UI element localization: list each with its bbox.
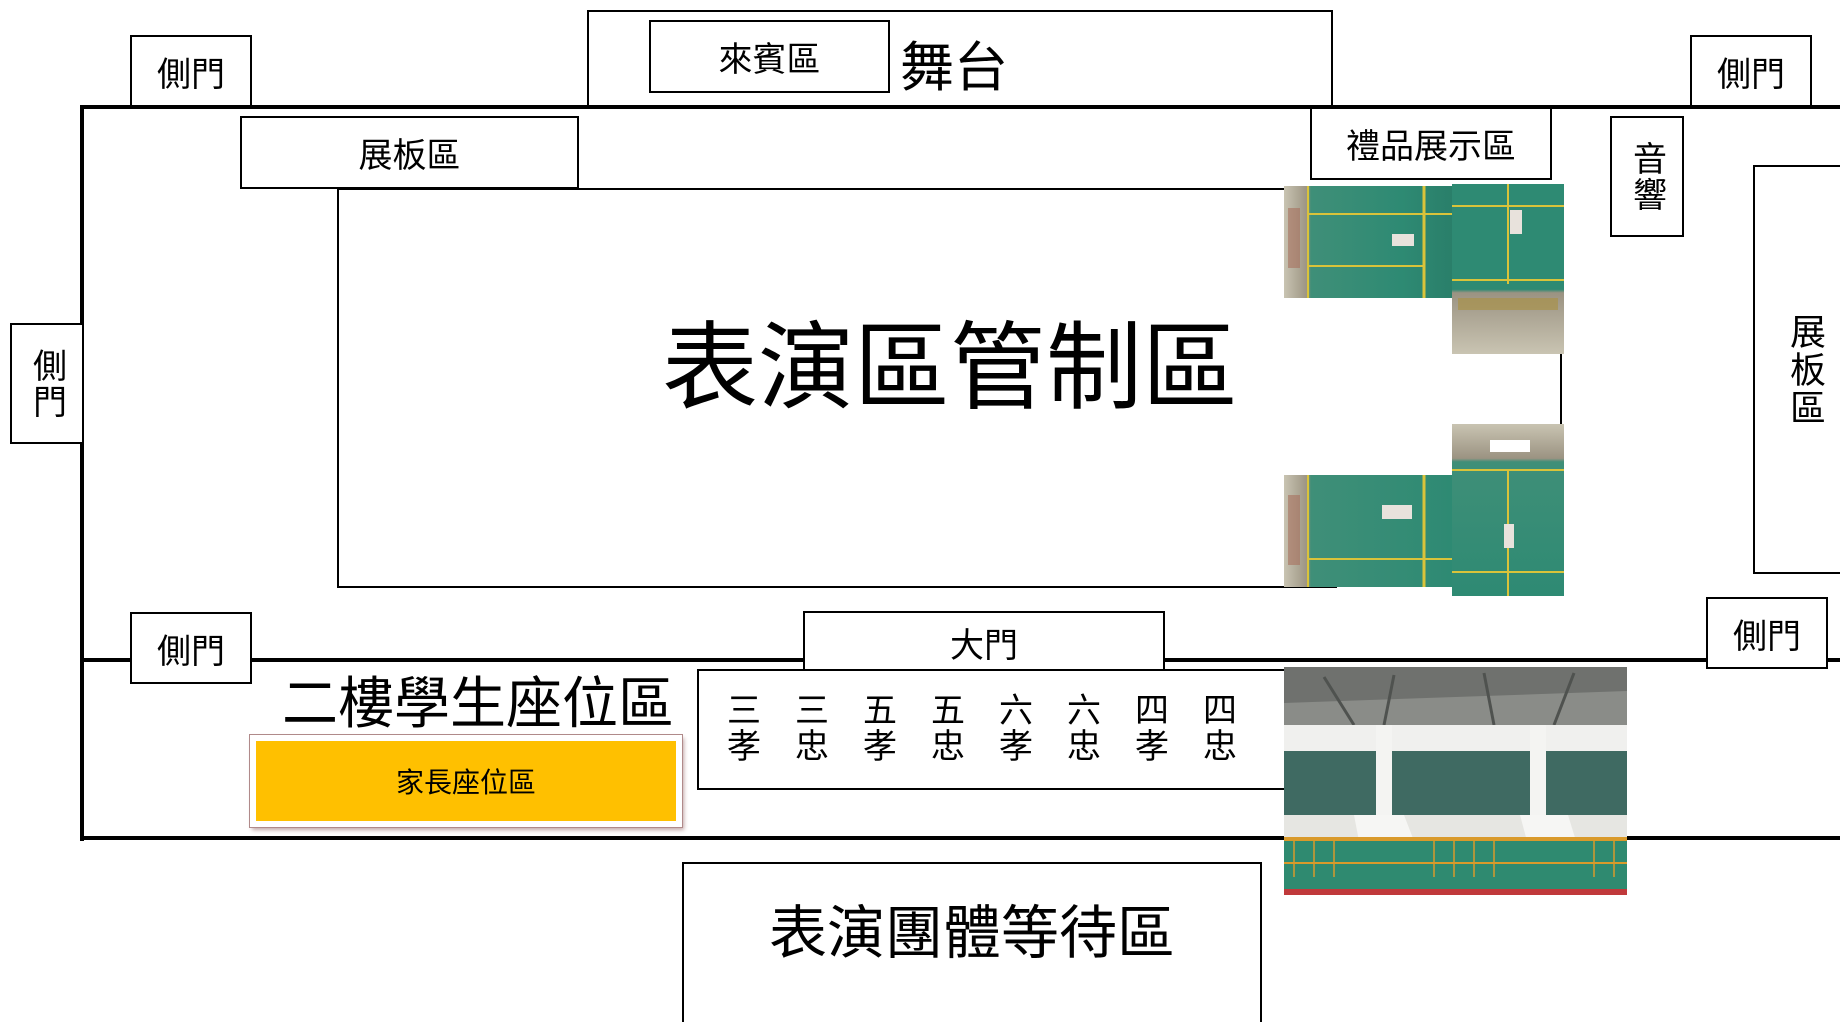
student-seats-label: 二樓學生座位區: [282, 672, 674, 737]
display-board-label: 展板區: [1784, 312, 1825, 427]
gift-display: 禮品展示區: [1310, 107, 1552, 180]
display-board-right: 展板區: [1753, 165, 1840, 574]
main-door[interactable]: 大門: [803, 611, 1165, 673]
control-right-edge: [1560, 350, 1562, 430]
class-column: 五忠: [931, 691, 965, 767]
stage-label: 舞台: [900, 36, 1008, 99]
parent-seats: 家長座位區: [249, 734, 683, 828]
court-photo-4: [1284, 475, 1452, 587]
building-left-wall: [80, 105, 84, 841]
parent-seats-label: 家長座位區: [395, 767, 536, 798]
gym-interior-photo: [1284, 667, 1627, 895]
side-door-label: 側門: [157, 54, 225, 95]
sound-label: 音響: [1626, 140, 1667, 213]
side-door-label: 側門: [26, 347, 67, 420]
court-photo-2: [1452, 184, 1564, 354]
class-column: 四忠: [1203, 691, 1237, 767]
side-door-label: 側門: [157, 631, 225, 672]
guest-area: 來賓區: [649, 20, 890, 93]
court-photo-3: [1452, 424, 1564, 596]
performance-waiting-area: 表演團體等待區: [682, 862, 1262, 1022]
side-door-top-left[interactable]: 側門: [130, 35, 252, 107]
court-lines-icon: [1452, 440, 1564, 596]
court-lines-icon: [1452, 184, 1564, 310]
building-bottom-wall: [80, 836, 1840, 840]
gift-display-label: 禮品展示區: [1346, 127, 1516, 167]
sound-area: 音響: [1610, 116, 1684, 237]
class-seating: 三孝 三忠 五孝 五忠 六孝 六忠 四孝 四忠: [697, 669, 1287, 790]
performance-control-label: 表演區管制區: [662, 312, 1238, 424]
control-top-edge: [337, 188, 1337, 190]
side-door-lower-right[interactable]: 側門: [1706, 597, 1828, 669]
court-lines-icon: [1288, 475, 1452, 587]
class-column: 六孝: [999, 691, 1033, 767]
class-column: 三孝: [727, 691, 761, 767]
class-column: 六忠: [1067, 691, 1101, 767]
building-top-wall: [80, 105, 1840, 109]
side-door-label: 側門: [1733, 616, 1801, 657]
control-bottom-edge: [337, 586, 1337, 588]
side-door-top-right[interactable]: 側門: [1690, 35, 1812, 107]
side-door-label: 側門: [1717, 54, 1785, 95]
class-column: 五孝: [863, 691, 897, 767]
court-lines-icon: [1288, 186, 1452, 298]
control-left-edge: [337, 188, 339, 588]
display-board-label: 展板區: [358, 136, 461, 176]
waiting-area-label: 表演團體等待區: [768, 899, 1175, 967]
side-door-lower-left[interactable]: 側門: [130, 612, 252, 684]
gym-interior-icon: [1284, 667, 1627, 895]
guest-area-label: 來賓區: [718, 40, 821, 80]
court-photo-1: [1284, 186, 1452, 298]
display-board-top: 展板區: [240, 116, 579, 189]
class-column: 四孝: [1135, 691, 1169, 767]
side-door-left[interactable]: 側門: [10, 323, 84, 444]
class-column: 三忠: [795, 691, 829, 767]
main-door-label: 大門: [950, 625, 1018, 666]
